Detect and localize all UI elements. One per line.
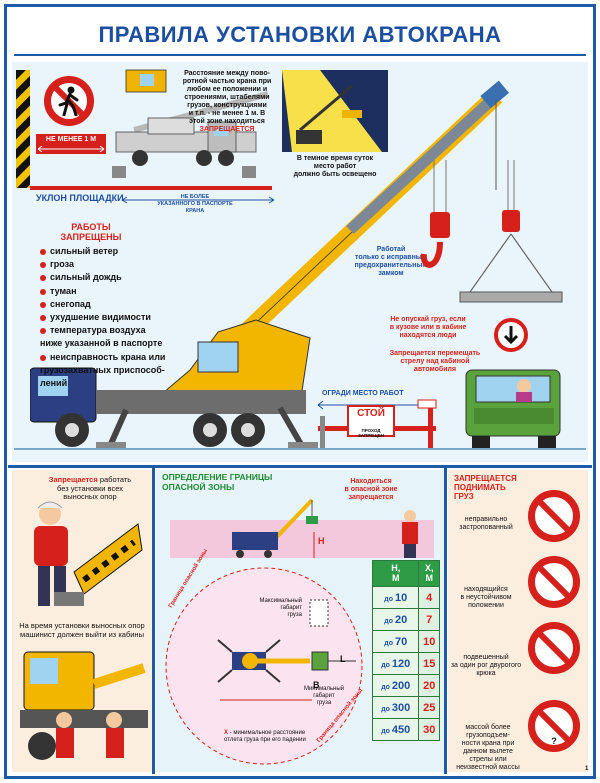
title-underline	[14, 54, 586, 56]
list-item: ухудшение видимости	[40, 311, 165, 324]
height-label: Н	[318, 536, 325, 546]
list-item: лений	[40, 378, 68, 389]
one-horn-hook-sign-icon	[528, 622, 580, 674]
down-arrow-sign-icon	[494, 318, 528, 352]
hazard-stripe-icon	[16, 70, 30, 188]
section-divider	[8, 465, 592, 468]
list-item: гроза	[40, 258, 165, 271]
stop-sign-label: СТОЙ	[357, 408, 385, 419]
unstable-load-sign-icon	[528, 556, 580, 608]
operator-exit-illustration	[20, 651, 148, 760]
overload-sign-icon	[528, 700, 580, 752]
main-crane-illustration	[30, 80, 510, 450]
divider-right	[444, 468, 447, 774]
slope-heading: УКЛОН ПЛОЩАДКИ	[36, 193, 124, 203]
zone-profile-illustration	[170, 498, 434, 558]
min-distance-label: НЕ МЕНЕЕ 1 М	[45, 136, 97, 143]
ground-line	[30, 186, 272, 190]
list-item: сильный дождь	[40, 271, 165, 284]
worker-outrigger-illustration	[34, 501, 143, 606]
question-mark-label: ?	[551, 736, 557, 746]
list-item: температура воздуха	[40, 324, 165, 337]
distance-arrow-icon	[37, 146, 105, 152]
divider-left	[152, 468, 155, 774]
poster-title: ПРАВИЛА УСТАНОВКИ АВТОКРАНА	[98, 22, 502, 47]
list-item: сильный ветер	[40, 245, 165, 258]
slope-arrow-icon	[121, 196, 275, 204]
sling-load-icon	[459, 160, 563, 303]
fence-barrier-illustration	[318, 399, 437, 450]
list-item: грузозахватных приспособ-	[40, 364, 165, 375]
wrong-sling-sign-icon	[528, 490, 580, 542]
list-item: ниже указанной в паспорте	[40, 338, 163, 349]
night-work-illustration	[282, 70, 388, 152]
distance-rule: Расстояние между пово-ротной частью кран…	[182, 70, 272, 134]
truck-with-driver-illustration	[465, 369, 561, 448]
fence-heading: ОГРАДИ МЕСТО РАБОТ	[322, 390, 404, 397]
table-header: Н,М	[371, 560, 420, 587]
list-item: туман	[40, 285, 165, 298]
ground-baseline	[14, 448, 586, 450]
b-label: В	[313, 680, 320, 690]
table-header: Х,М	[418, 560, 440, 587]
list-item: неисправность крана или	[40, 351, 165, 364]
hook-icon	[420, 160, 450, 268]
no-passage-label: ПРОХОД ЗАПРЕЩЕН	[357, 428, 385, 439]
pedestrian-icon	[58, 86, 79, 116]
l-label: L	[340, 654, 346, 664]
danger-zone-plan-illustration	[165, 567, 363, 765]
list-item: снегопад	[40, 298, 165, 311]
small-crane-illustration	[112, 69, 269, 178]
prohibited-list: сильный ветер гроза сильный дождь туман …	[40, 245, 165, 390]
page-number: 1	[585, 766, 589, 772]
